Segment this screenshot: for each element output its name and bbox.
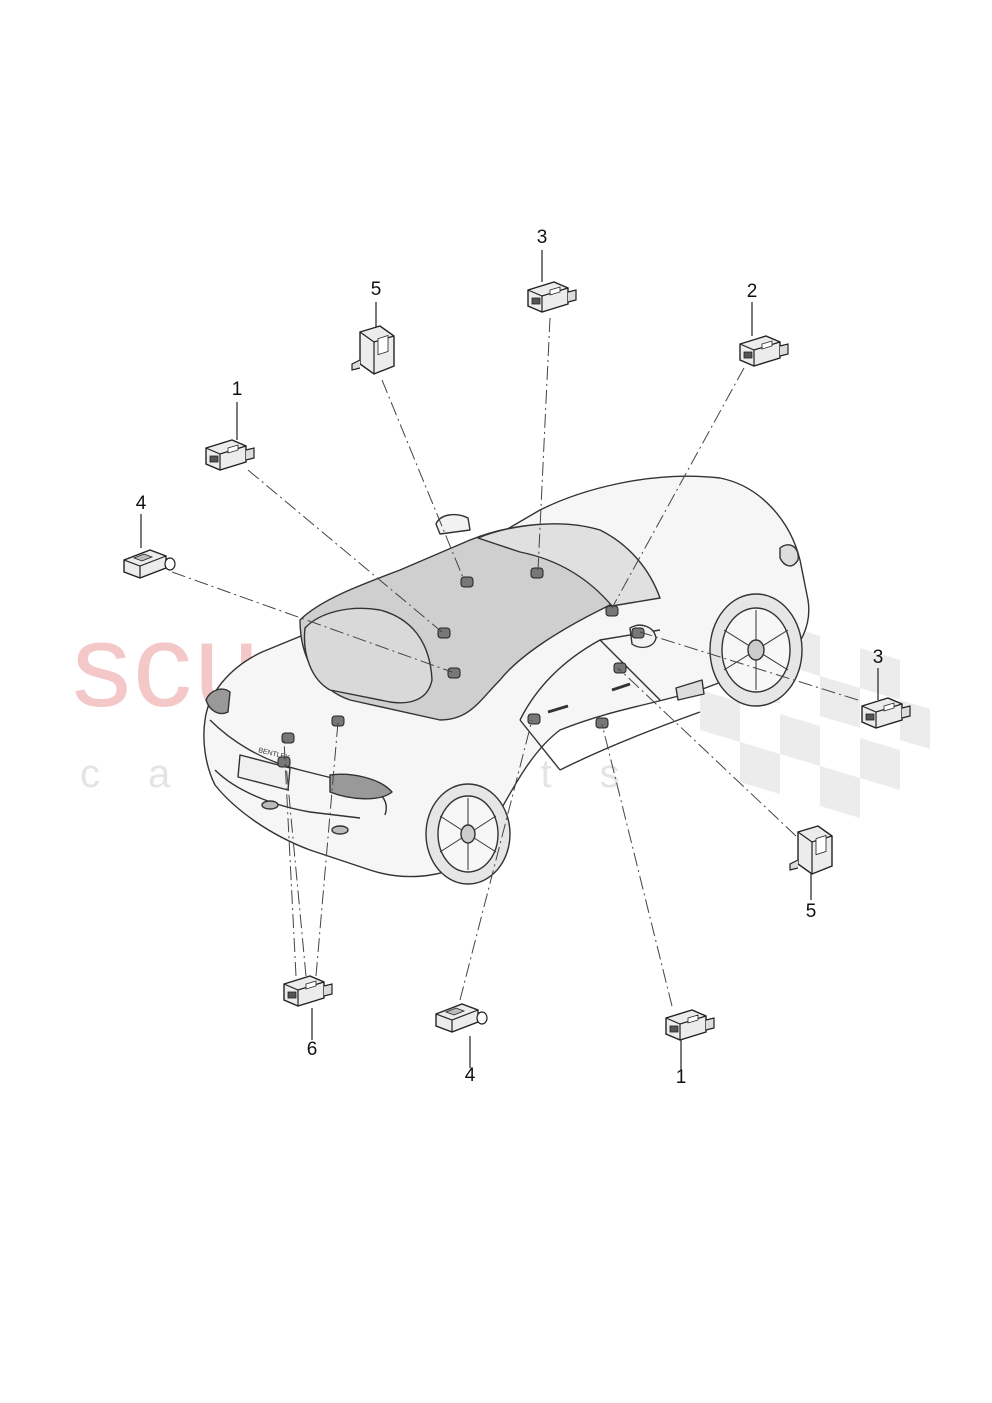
leader-line bbox=[611, 367, 745, 609]
part-1-bottom bbox=[665, 1009, 715, 1041]
leader-line bbox=[315, 721, 339, 977]
callout-number: 3 bbox=[872, 647, 884, 668]
part-5-top bbox=[351, 325, 395, 375]
callout-number: 5 bbox=[370, 279, 382, 300]
leader-line bbox=[639, 631, 859, 701]
car-illustration bbox=[203, 475, 810, 885]
callout-number: 2 bbox=[746, 281, 758, 302]
callout-number: 1 bbox=[675, 1067, 687, 1088]
mount-point bbox=[281, 732, 295, 744]
mount-point bbox=[595, 717, 609, 729]
callout-number: 4 bbox=[135, 493, 147, 514]
part-3-top bbox=[527, 281, 577, 313]
leader-line bbox=[283, 739, 297, 977]
mount-point bbox=[460, 576, 474, 588]
leader-line bbox=[381, 379, 465, 581]
mount-point bbox=[527, 713, 541, 725]
mount-point bbox=[277, 756, 291, 768]
part-2-top bbox=[739, 335, 789, 367]
leader-line bbox=[537, 317, 551, 571]
leader-line bbox=[247, 469, 443, 633]
callout-number: 4 bbox=[464, 1065, 476, 1086]
leader-line bbox=[617, 667, 797, 837]
part-1-top bbox=[205, 439, 255, 471]
part-4-bottom bbox=[435, 1003, 488, 1033]
mount-point bbox=[613, 662, 627, 674]
callout-number: 1 bbox=[231, 379, 243, 400]
leader-line bbox=[171, 571, 453, 673]
part-4-left bbox=[123, 549, 176, 579]
mount-point bbox=[530, 567, 544, 579]
callout-number: 3 bbox=[536, 227, 548, 248]
leader-line bbox=[601, 723, 673, 1007]
leader-line bbox=[285, 763, 307, 977]
part-5-right bbox=[789, 825, 833, 875]
callout-number: 5 bbox=[805, 901, 817, 922]
mount-point bbox=[447, 667, 461, 679]
leader-line bbox=[459, 719, 533, 1001]
leader-lines bbox=[171, 317, 859, 1007]
mounting-points bbox=[277, 567, 645, 768]
mount-point bbox=[437, 627, 451, 639]
mount-point bbox=[605, 605, 619, 617]
part-6-bottom bbox=[283, 975, 333, 1007]
callout-number: 6 bbox=[306, 1039, 318, 1060]
part-3-right bbox=[861, 697, 911, 729]
